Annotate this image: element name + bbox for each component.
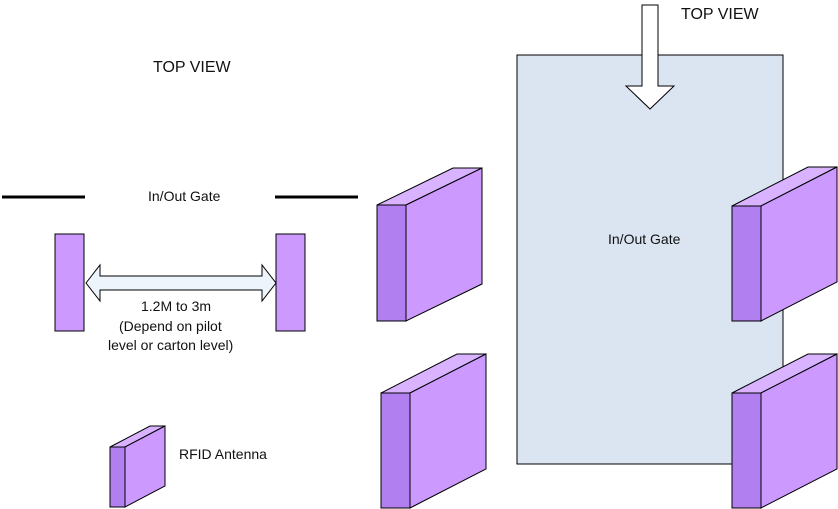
left-antenna-1 [54,233,85,332]
distance-label-2: (Depend on pilot [119,318,222,334]
left-gate-label: In/Out Gate [148,188,221,204]
antenna-bottom-left [380,353,487,509]
legend-antenna-label: RFID Antenna [179,446,267,462]
left-top-view-title: TOP VIEW [153,59,232,76]
right-top-view-title: TOP VIEW [681,6,760,23]
antenna-bottom-right [731,353,838,509]
distance-label-1: 1.2M to 3m [141,298,211,314]
antenna-top-right [731,166,838,322]
antenna-top-left [376,167,483,322]
entry-direction-arrow [624,4,676,110]
legend-antenna-icon [109,425,166,508]
left-antenna-2 [275,233,306,332]
distance-label-3: level or carton level) [108,337,233,353]
right-gate-label: In/Out Gate [608,231,681,247]
distance-double-arrow [85,263,277,303]
